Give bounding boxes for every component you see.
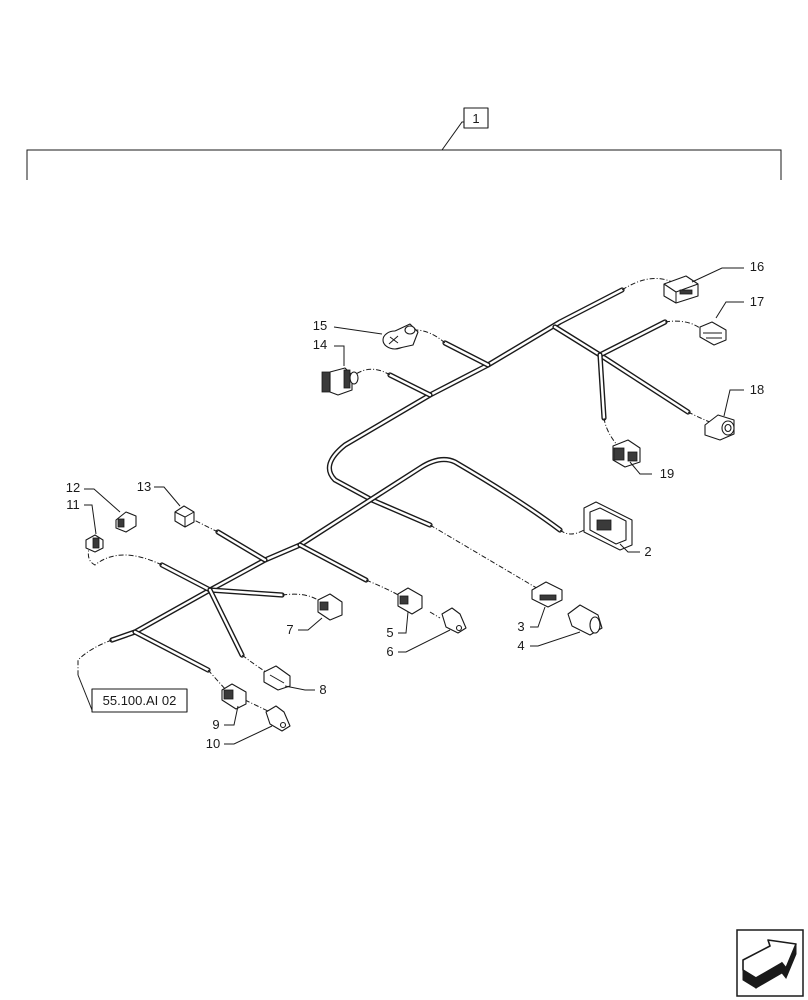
callout-15: 15	[313, 318, 327, 333]
callout-labels: 16 17 15 14 18 19 12 13 11 2 3 4 7 5 6 8…	[66, 259, 764, 751]
connector-6[interactable]	[441, 607, 467, 634]
connector-16[interactable]	[663, 275, 699, 304]
callout-13: 13	[137, 479, 151, 494]
callout-17: 17	[750, 294, 764, 309]
harness-middle	[207, 456, 563, 593]
connector-4[interactable]	[567, 604, 603, 636]
assembly-bracket: 1	[26, 107, 782, 180]
connector-2[interactable]	[583, 501, 633, 551]
harness-lower	[109, 562, 285, 673]
connector-15[interactable]	[382, 323, 419, 350]
callout-7: 7	[286, 622, 293, 637]
callout-9: 9	[212, 717, 219, 732]
reference-box[interactable]: 55.100.AI 02	[91, 688, 188, 713]
callout-6: 6	[386, 644, 393, 659]
connector-17[interactable]	[699, 321, 727, 346]
callout-18: 18	[750, 382, 764, 397]
connector-3[interactable]	[531, 581, 563, 608]
connector-11[interactable]	[85, 534, 104, 553]
callout-2: 2	[644, 544, 651, 559]
harness-upper	[326, 287, 691, 503]
assembly-item-number: 1	[472, 111, 479, 126]
callout-14: 14	[313, 337, 327, 352]
callout-5: 5	[386, 625, 393, 640]
connector-14[interactable]	[321, 367, 359, 396]
connector-9[interactable]	[221, 683, 247, 710]
connector-10[interactable]	[265, 705, 291, 732]
callout-4: 4	[517, 638, 524, 653]
reference-box-text: 55.100.AI 02	[103, 693, 177, 708]
connector-12[interactable]	[115, 511, 137, 533]
callout-3: 3	[517, 619, 524, 634]
connector-8[interactable]	[263, 665, 291, 691]
connector-5[interactable]	[397, 587, 423, 615]
callout-8: 8	[319, 682, 326, 697]
callout-10: 10	[206, 736, 220, 751]
connector-18[interactable]	[704, 414, 735, 441]
arrow-navigation-icon[interactable]	[736, 929, 804, 997]
callout-16: 16	[750, 259, 764, 274]
connector-7[interactable]	[317, 593, 343, 621]
callout-19: 19	[660, 466, 674, 481]
callout-leaders	[77, 267, 744, 745]
connector-leads	[77, 277, 713, 713]
callout-11: 11	[66, 497, 80, 512]
callout-12: 12	[66, 480, 80, 495]
connector-13[interactable]	[174, 505, 195, 528]
connector-19[interactable]	[612, 439, 641, 468]
